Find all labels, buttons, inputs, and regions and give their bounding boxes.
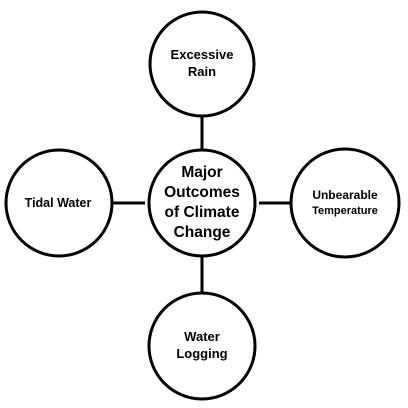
center-circle — [147, 148, 257, 258]
right-circle — [289, 147, 401, 259]
center-label-line-2: Outcomes — [164, 183, 240, 201]
bottom-label-line-2: Logging — [176, 346, 228, 361]
left-label-line-1: Tidal Water — [24, 195, 92, 210]
bottom-node-label: Water Logging — [148, 294, 256, 398]
left-node-label: Tidal Water — [4, 150, 112, 256]
top-label-line-2: Rain — [187, 64, 217, 79]
center-label-line-3: of Climate — [164, 204, 240, 221]
center-label-line-4: Change — [173, 224, 231, 242]
bottom-circle — [147, 291, 257, 401]
top-label-line-1: Excessive — [170, 47, 234, 63]
center-label-line-1: Major — [181, 163, 223, 181]
bottom-label-line-1: Water — [184, 329, 220, 345]
right-label-line-1: Unbearable — [312, 188, 378, 203]
right-label-line-2: Temperature — [312, 204, 378, 217]
center-node-label: Major Outcomes of Climate Change — [146, 150, 258, 256]
top-circle — [148, 10, 256, 118]
left-circle — [4, 148, 114, 258]
top-node-label: Excessive Rain — [148, 14, 256, 114]
right-node-label: Unbearable Temperature — [289, 150, 401, 256]
